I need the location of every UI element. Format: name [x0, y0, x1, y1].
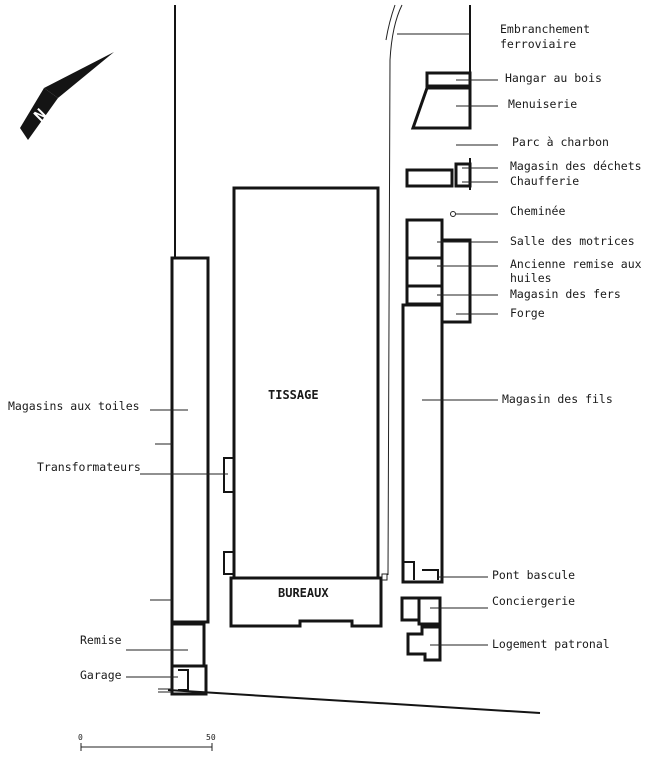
- magasin-fils-label: Magasin des fils: [502, 392, 613, 406]
- parc-charbon-label: Parc à charbon: [512, 135, 609, 149]
- salle-motrices-label: Salle des motrices: [510, 234, 635, 248]
- leader-lines: [126, 79, 498, 678]
- menuiserie-label: Menuiserie: [508, 97, 577, 111]
- remise-label: Remise: [80, 633, 122, 647]
- scale-start-label: 0: [78, 733, 83, 742]
- conciergerie-label: Conciergerie: [492, 594, 575, 608]
- magasins-toiles-label: Magasins aux toiles: [8, 399, 140, 413]
- bureaux-label: BUREAUX: [278, 586, 329, 600]
- tissage-building: [223, 186, 383, 628]
- cheminee-label: Cheminée: [510, 204, 565, 218]
- site-boundary: [167, 5, 541, 714]
- remise-garage-building: [158, 622, 208, 696]
- magasin-dechets-label: Magasin des déchets: [510, 159, 642, 173]
- remise-huiles-label-line1: Ancienne remise aux: [510, 257, 642, 271]
- transformateurs-label: Transformateurs: [37, 460, 141, 474]
- embranchement-label-line1: Embranchement: [500, 22, 590, 36]
- scale-bar: 0 50: [78, 733, 216, 751]
- tissage-label: TISSAGE: [268, 388, 319, 402]
- railway-siding: [385, 4, 470, 576]
- hangar-label: Hangar au bois: [505, 71, 602, 85]
- north-arrow-icon: N: [20, 52, 114, 140]
- pont-bascule-label: Pont bascule: [492, 568, 575, 582]
- conciergerie-logement-buildings: [400, 596, 442, 662]
- forge-label: Forge: [510, 306, 545, 320]
- right-wing-buildings: [381, 71, 472, 584]
- scale-end-label: 50: [206, 733, 216, 742]
- logement-patronal-label: Logement patronal: [492, 637, 610, 651]
- magasins-toiles-building: [150, 256, 210, 624]
- embranchement-label-line2: ferroviaire: [500, 37, 576, 51]
- remise-huiles-label-line2: huiles: [510, 271, 552, 285]
- magasin-fers-label: Magasin des fers: [510, 287, 621, 301]
- chaufferie-label: Chaufferie: [510, 174, 579, 188]
- garage-label: Garage: [80, 668, 122, 682]
